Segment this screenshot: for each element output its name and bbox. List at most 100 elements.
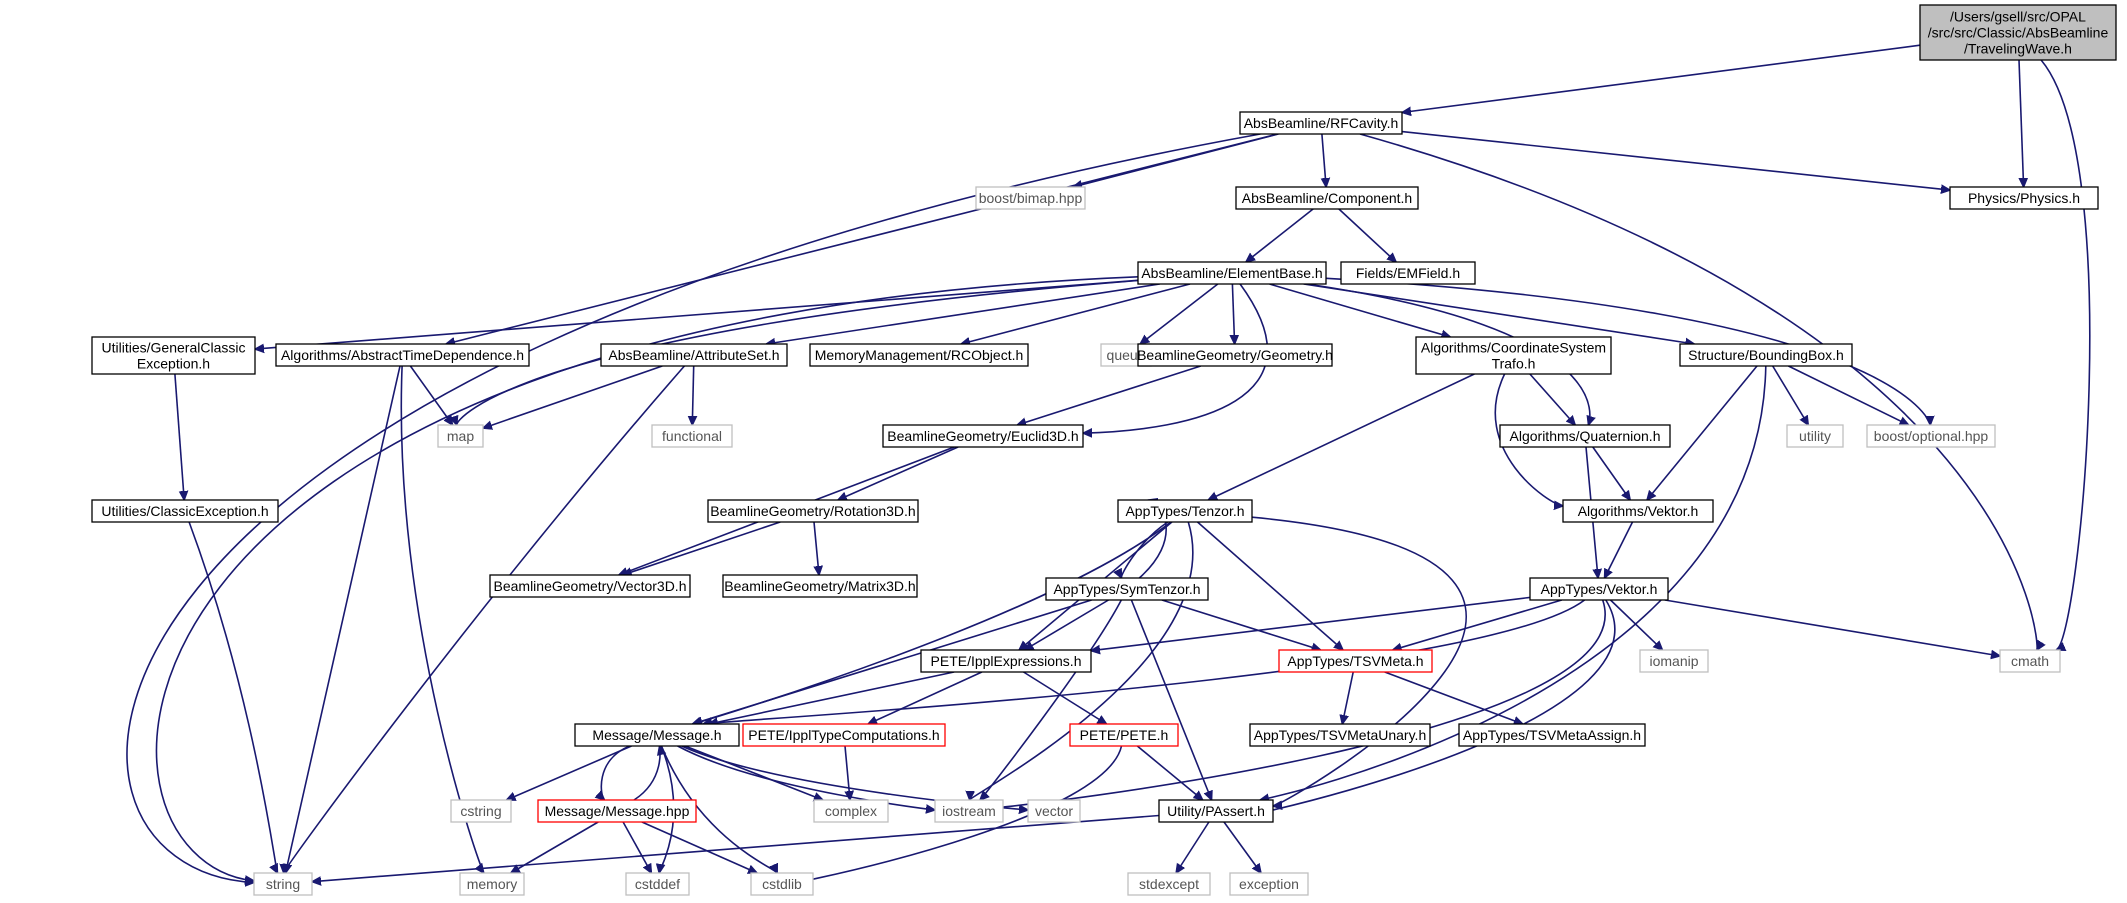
edge-quaternion-to-vektoralg — [1592, 446, 1630, 500]
node-box — [1069, 723, 1179, 747]
node-box — [1127, 872, 1211, 896]
node-label-line: boost/optional.hpp — [1874, 428, 1989, 444]
node-box — [1239, 111, 1403, 135]
edge-gce-to-classicexc — [174, 373, 184, 500]
node-label: AppTypes/Vektor.h — [1541, 581, 1658, 597]
node-passert[interactable]: Utility/PAssert.h — [1158, 799, 1274, 823]
node-label: queue — [1107, 347, 1146, 363]
edge-root-to-cmath — [2040, 59, 2091, 650]
node-tsvassign[interactable]: AppTypes/TSVMetaAssign.h — [1458, 723, 1646, 747]
node-label: Fields/EMField.h — [1356, 265, 1460, 281]
node-label-line: cmath — [2011, 653, 2049, 669]
node-label-line: Structure/BoundingBox.h — [1688, 347, 1844, 363]
node-quaternion[interactable]: Algorithms/Quaternion.h — [1499, 424, 1671, 448]
dependency-nodes: /Users/gsell/src/OPAL/src/src/Classic/Ab… — [91, 4, 2117, 896]
node-euclid[interactable]: BeamlineGeometry/Euclid3D.h — [882, 424, 1084, 448]
node-label-line: /Users/gsell/src/OPAL — [1950, 9, 2086, 25]
node-label: MemoryManagement/RCObject.h — [815, 347, 1024, 363]
node-vektoralg[interactable]: Algorithms/Vektor.h — [1562, 499, 1714, 523]
node-classicexc[interactable]: Utilities/ClassicException.h — [91, 499, 279, 523]
node-iomanip: iomanip — [1639, 649, 1709, 673]
node-root[interactable]: /Users/gsell/src/OPAL/src/src/Classic/Ab… — [1919, 4, 2117, 61]
node-atd[interactable]: Algorithms/AbstractTimeDependence.h — [275, 343, 530, 367]
node-label-line: Physics/Physics.h — [1968, 190, 2080, 206]
node-label-line: AbsBeamline/ElementBase.h — [1141, 265, 1322, 281]
node-geometry[interactable]: BeamlineGeometry/Geometry.h — [1137, 343, 1333, 367]
edge-elementbase-to-gce — [255, 279, 1139, 349]
edge-attrset-to-map — [483, 365, 663, 428]
node-box — [1278, 649, 1433, 673]
node-symtenzor[interactable]: AppTypes/SymTenzor.h — [1045, 577, 1209, 601]
node-label-line: AppTypes/TSVMeta.h — [1287, 653, 1423, 669]
node-matrix3d[interactable]: BeamlineGeometry/Matrix3D.h — [722, 574, 918, 598]
node-label: AppTypes/Tenzor.h — [1125, 503, 1244, 519]
node-message[interactable]: Message/Message.h — [574, 723, 740, 747]
node-ipplexpr[interactable]: PETE/IpplExpressions.h — [920, 649, 1092, 673]
node-component[interactable]: AbsBeamline/Component.h — [1235, 186, 1419, 210]
edge-symtenzor-to-message — [692, 599, 1092, 724]
node-label-line: Trafo.h — [1492, 356, 1536, 372]
node-label: exception — [1239, 876, 1299, 892]
node-label: cstdlib — [762, 876, 802, 892]
node-cstddef: cstddef — [625, 872, 690, 896]
edge-atd-to-map — [409, 365, 452, 425]
node-map: map — [437, 424, 484, 448]
edge-message-to-complex — [684, 745, 823, 800]
edge-vektoralg-to-vektorapp — [1605, 521, 1634, 578]
node-box — [1137, 343, 1333, 367]
edge-rotation-to-matrix3d — [814, 521, 819, 575]
node-pete[interactable]: PETE/PETE.h — [1069, 723, 1179, 747]
node-rfcavity[interactable]: AbsBeamline/RFCavity.h — [1239, 111, 1403, 135]
edge-tenzor-to-tsvmeta — [1196, 521, 1344, 650]
node-box — [1499, 424, 1671, 448]
edge-elementbase-to-rcobject — [961, 283, 1191, 344]
node-label: AppTypes/TSVMetaUnary.h — [1254, 727, 1426, 743]
node-label-line: Utilities/ClassicException.h — [101, 503, 268, 519]
node-label-line: utility — [1799, 428, 1831, 444]
edge-tsvmeta-to-tsvunary — [1342, 671, 1354, 724]
node-ippltype[interactable]: PETE/IpplTypeComputations.h — [742, 723, 946, 747]
node-vector3d[interactable]: BeamlineGeometry/Vector3D.h — [489, 574, 691, 598]
node-label: /Users/gsell/src/OPAL/src/src/Classic/Ab… — [1928, 9, 2109, 57]
node-messagehpp[interactable]: Message/Message.hpp — [537, 799, 697, 823]
node-attrset[interactable]: AbsBeamline/AttributeSet.h — [600, 343, 788, 367]
node-vektorapp[interactable]: AppTypes/Vektor.h — [1529, 577, 1669, 601]
node-label: map — [447, 428, 474, 444]
node-cmath: cmath — [1999, 649, 2061, 673]
node-label-line: PETE/IpplExpressions.h — [931, 653, 1082, 669]
node-elementbase[interactable]: AbsBeamline/ElementBase.h — [1137, 261, 1327, 285]
edge-atd-to-memory — [400, 365, 484, 873]
node-label: Utility/PAssert.h — [1167, 803, 1265, 819]
node-label: BeamlineGeometry/Geometry.h — [1137, 347, 1333, 363]
edge-elementbase-to-string — [155, 276, 1139, 881]
node-label-line: BeamlineGeometry/Matrix3D.h — [724, 578, 915, 594]
node-tsvmeta[interactable]: AppTypes/TSVMeta.h — [1278, 649, 1433, 673]
node-box — [975, 186, 1086, 210]
node-box — [91, 499, 279, 523]
node-label-line: memory — [467, 876, 518, 892]
node-label: Message/Message.h — [592, 727, 721, 743]
node-box — [1249, 723, 1431, 747]
node-label-line: Algorithms/Vektor.h — [1578, 503, 1699, 519]
node-bbox[interactable]: Structure/BoundingBox.h — [1679, 343, 1853, 367]
node-rotation[interactable]: BeamlineGeometry/Rotation3D.h — [707, 499, 919, 523]
node-label-line: AppTypes/Vektor.h — [1541, 581, 1658, 597]
edge-root-to-physics — [2018, 59, 2024, 187]
edge-messagehpp-to-cstddef — [622, 821, 651, 873]
node-rcobject[interactable]: MemoryManagement/RCObject.h — [809, 343, 1029, 367]
node-tenzor[interactable]: AppTypes/Tenzor.h — [1117, 499, 1253, 523]
node-box — [882, 424, 1084, 448]
node-tsvunary[interactable]: AppTypes/TSVMetaUnary.h — [1249, 723, 1431, 747]
node-box — [1866, 424, 1996, 448]
edge-cst-to-tenzor — [1208, 373, 1475, 500]
node-emfield[interactable]: Fields/EMField.h — [1340, 261, 1476, 285]
node-box — [1562, 499, 1714, 523]
node-box — [1415, 336, 1612, 375]
edge-ippltype-to-complex — [845, 745, 850, 800]
node-label-line: Algorithms/Quaternion.h — [1510, 428, 1661, 444]
node-physics[interactable]: Physics/Physics.h — [1949, 186, 2099, 210]
node-label: PETE/IpplTypeComputations.h — [748, 727, 939, 743]
